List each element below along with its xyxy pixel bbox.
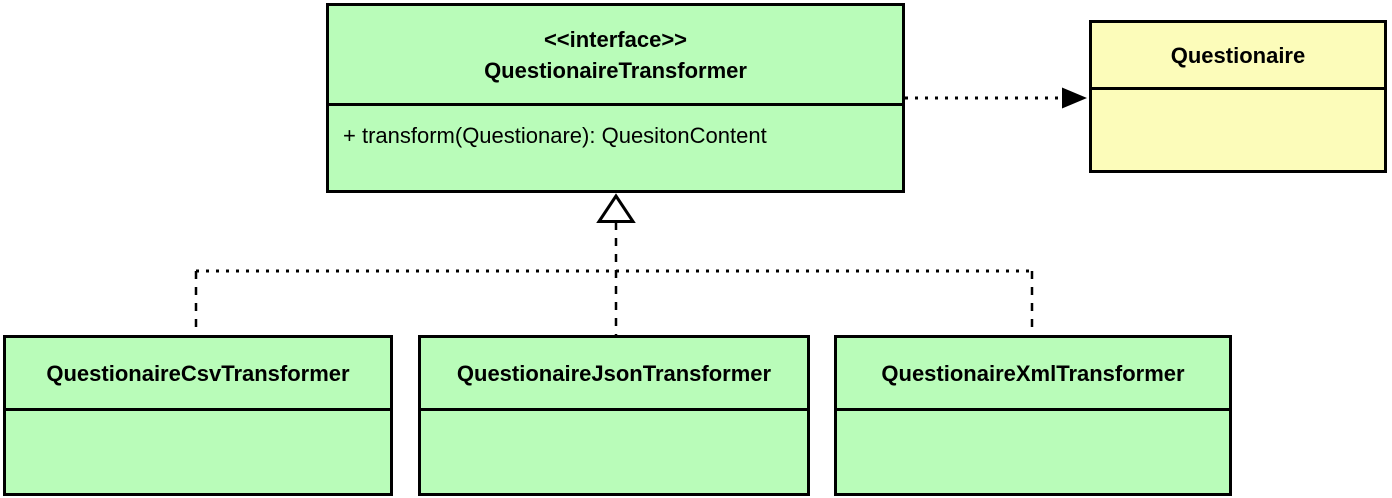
interface-stereotype: <<interface>> (543, 26, 688, 52)
questionaire-class-body (1092, 90, 1384, 170)
xml-transformer-class-box: QuestionaireXmlTransformer (834, 335, 1232, 496)
csv-transformer-class-header: QuestionaireCsvTransformer (6, 338, 390, 411)
questionaire-class-name: Questionaire (1170, 42, 1306, 68)
xml-transformer-class-name: QuestionaireXmlTransformer (881, 360, 1185, 386)
interface-class-header: <<interface>> QuestionaireTransformer (329, 6, 902, 106)
json-transformer-class-body (421, 411, 807, 493)
questionaire-class-box: Questionaire (1089, 20, 1387, 173)
xml-transformer-class-body (837, 411, 1229, 493)
csv-transformer-class-body (6, 411, 390, 493)
csv-transformer-class-box: QuestionaireCsvTransformer (3, 335, 393, 496)
json-transformer-class-header: QuestionaireJsonTransformer (421, 338, 807, 411)
realization-triangle-icon (596, 193, 636, 223)
interface-class-body: + transform(Questionare): QuesitonConten… (329, 106, 902, 190)
json-transformer-class-box: QuestionaireJsonTransformer (418, 335, 810, 496)
xml-transformer-class-header: QuestionaireXmlTransformer (837, 338, 1229, 411)
json-transformer-class-name: QuestionaireJsonTransformer (456, 360, 772, 386)
questionaire-class-header: Questionaire (1092, 23, 1384, 90)
interface-class-box: <<interface>> QuestionaireTransformer + … (326, 3, 905, 193)
interface-method-text: + transform(Questionare): QuesitonConten… (343, 123, 767, 148)
dependency-arrowhead-icon (1062, 87, 1087, 109)
interface-class-name: QuestionaireTransformer (484, 57, 747, 83)
csv-transformer-class-name: QuestionaireCsvTransformer (46, 360, 350, 386)
